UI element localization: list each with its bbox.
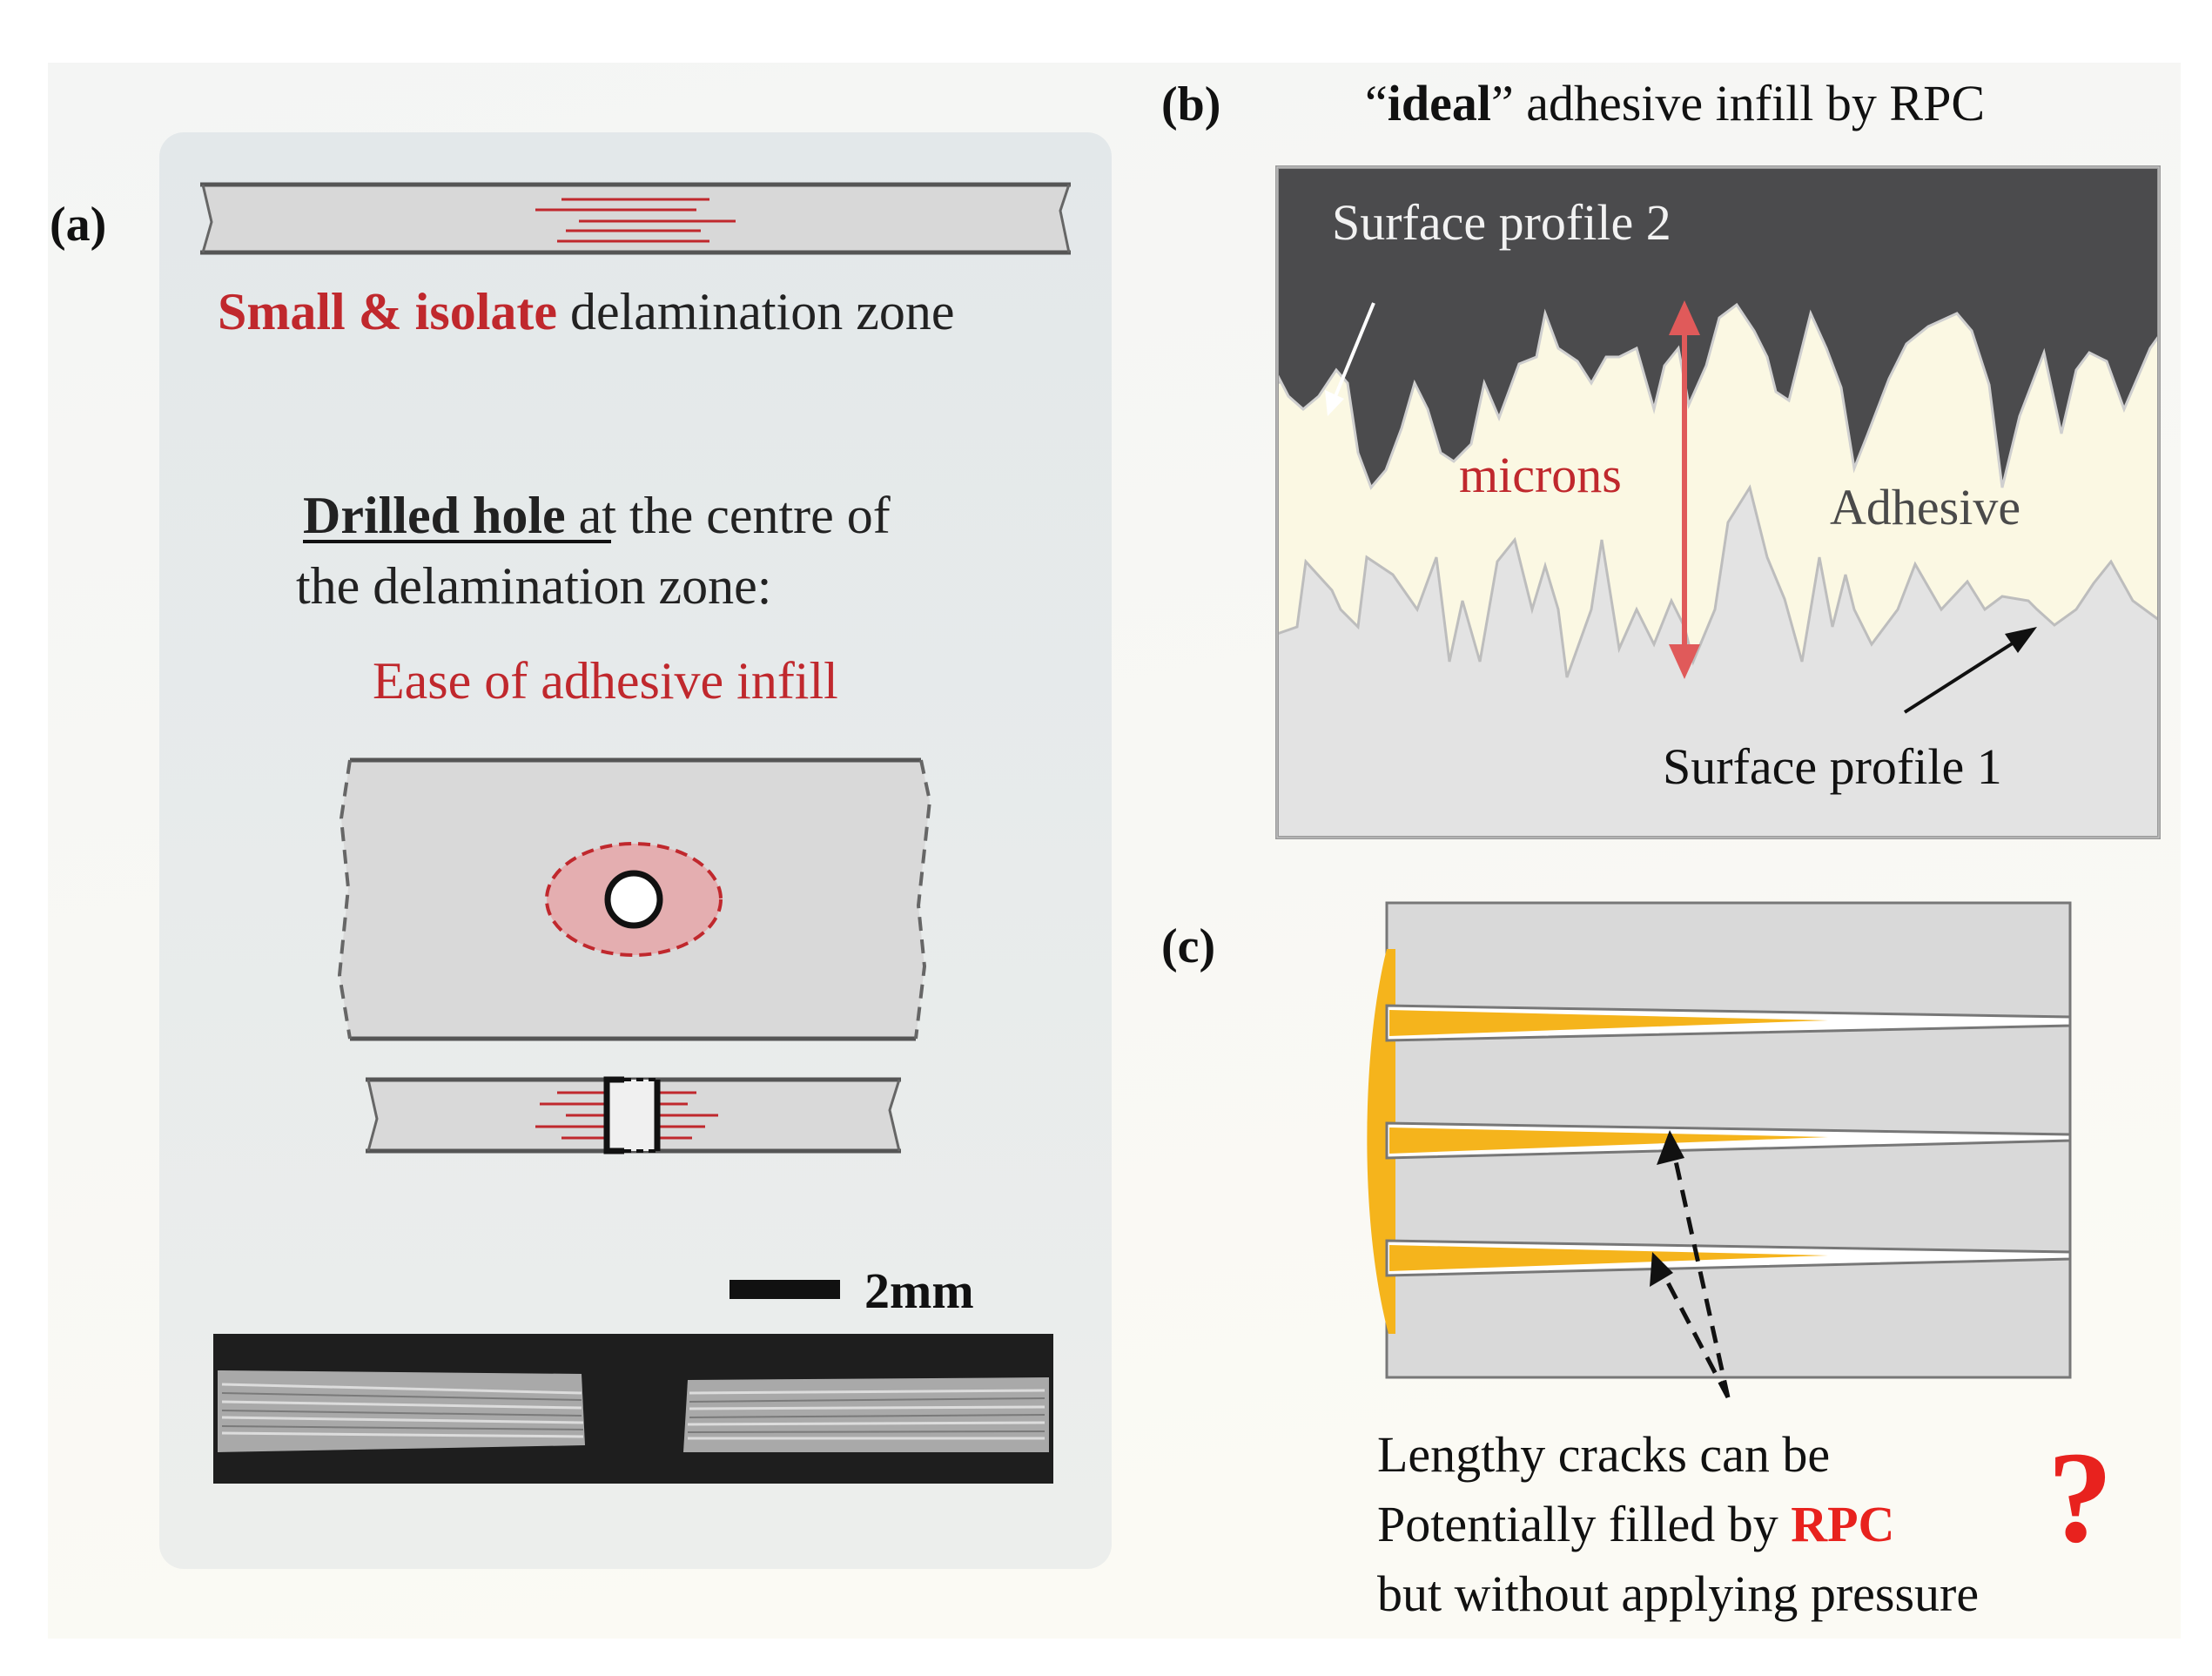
- microns-double-arrow: [1669, 300, 1700, 679]
- hole-caption-rest: at the centre of: [579, 487, 891, 544]
- panel-b-title-bold: ideal: [1388, 75, 1491, 131]
- cracked-laminate: [1367, 901, 2072, 1379]
- rpc-infill-rim: [1367, 949, 1395, 1334]
- microns-label: microns: [1459, 447, 1622, 503]
- surface-profile-diagram: Surface profile 2 microns Adhesive Surfa…: [1275, 165, 2161, 839]
- panel-a: (a) Small & isolate delamination zone Dr…: [50, 132, 1112, 1569]
- caption-line2: Potentially filled by RPC: [1377, 1496, 1894, 1552]
- plate-top-view: [337, 757, 932, 1041]
- caption-line3: but without applying pressure: [1377, 1565, 1979, 1622]
- panel-b-title: “ideal” adhesive infill by RPC: [1365, 75, 1985, 131]
- surface-profile-1-label: Surface profile 1: [1663, 738, 2002, 795]
- laminate-side-view-2: [366, 1076, 901, 1154]
- surface-profile-2-region: [1275, 165, 2161, 490]
- adhesive-label: Adhesive: [1830, 479, 2020, 535]
- scale-bar: [729, 1280, 840, 1299]
- zone-caption-bold: Small & isolate: [218, 283, 557, 340]
- hole-cross-section: [607, 1080, 657, 1151]
- panel-a-label: (a): [50, 198, 106, 252]
- profile-1-arrow: [1903, 638, 2020, 714]
- caption-line2-pre: Potentially filled by: [1377, 1496, 1791, 1552]
- panel-b-label: (b): [1161, 77, 1220, 131]
- hole-caption-line1: Drilled hole at the centre of: [303, 487, 891, 544]
- laminate-side-view-1: [200, 182, 1071, 255]
- panel-c: (c) Lengthy cracks can be Potentially fi…: [1161, 901, 2113, 1622]
- dashed-arrows: [1650, 1130, 1731, 1399]
- panel-b-title-rest: ” adhesive infill by RPC: [1491, 75, 1985, 131]
- zone-caption: Small & isolate delamination zone: [218, 283, 955, 340]
- caption-line2-rpc: RPC: [1791, 1496, 1894, 1552]
- caption-line1: Lengthy cracks can be: [1377, 1426, 1830, 1483]
- scale-bar-label: 2mm: [864, 1262, 974, 1319]
- zone-caption-rest: delamination zone: [557, 283, 955, 340]
- panel-b: (b) “ideal” adhesive infill by RPC Surfa…: [1161, 75, 2161, 839]
- delamination-lines: [535, 198, 736, 243]
- hole-caption-line2: the delamination zone:: [296, 557, 771, 615]
- surface-profile-2-label: Surface profile 2: [1332, 194, 1671, 251]
- drilled-hole: [604, 870, 663, 929]
- panel-b-title-quote: “: [1365, 75, 1388, 131]
- ease-caption: Ease of adhesive infill: [373, 652, 838, 710]
- question-mark: ?: [2047, 1425, 2113, 1570]
- profile-2-arrow: [1332, 302, 1375, 401]
- micrograph-image: [213, 1334, 1053, 1484]
- panel-c-label: (c): [1161, 919, 1215, 973]
- hole-caption-bold: Drilled hole: [303, 487, 579, 544]
